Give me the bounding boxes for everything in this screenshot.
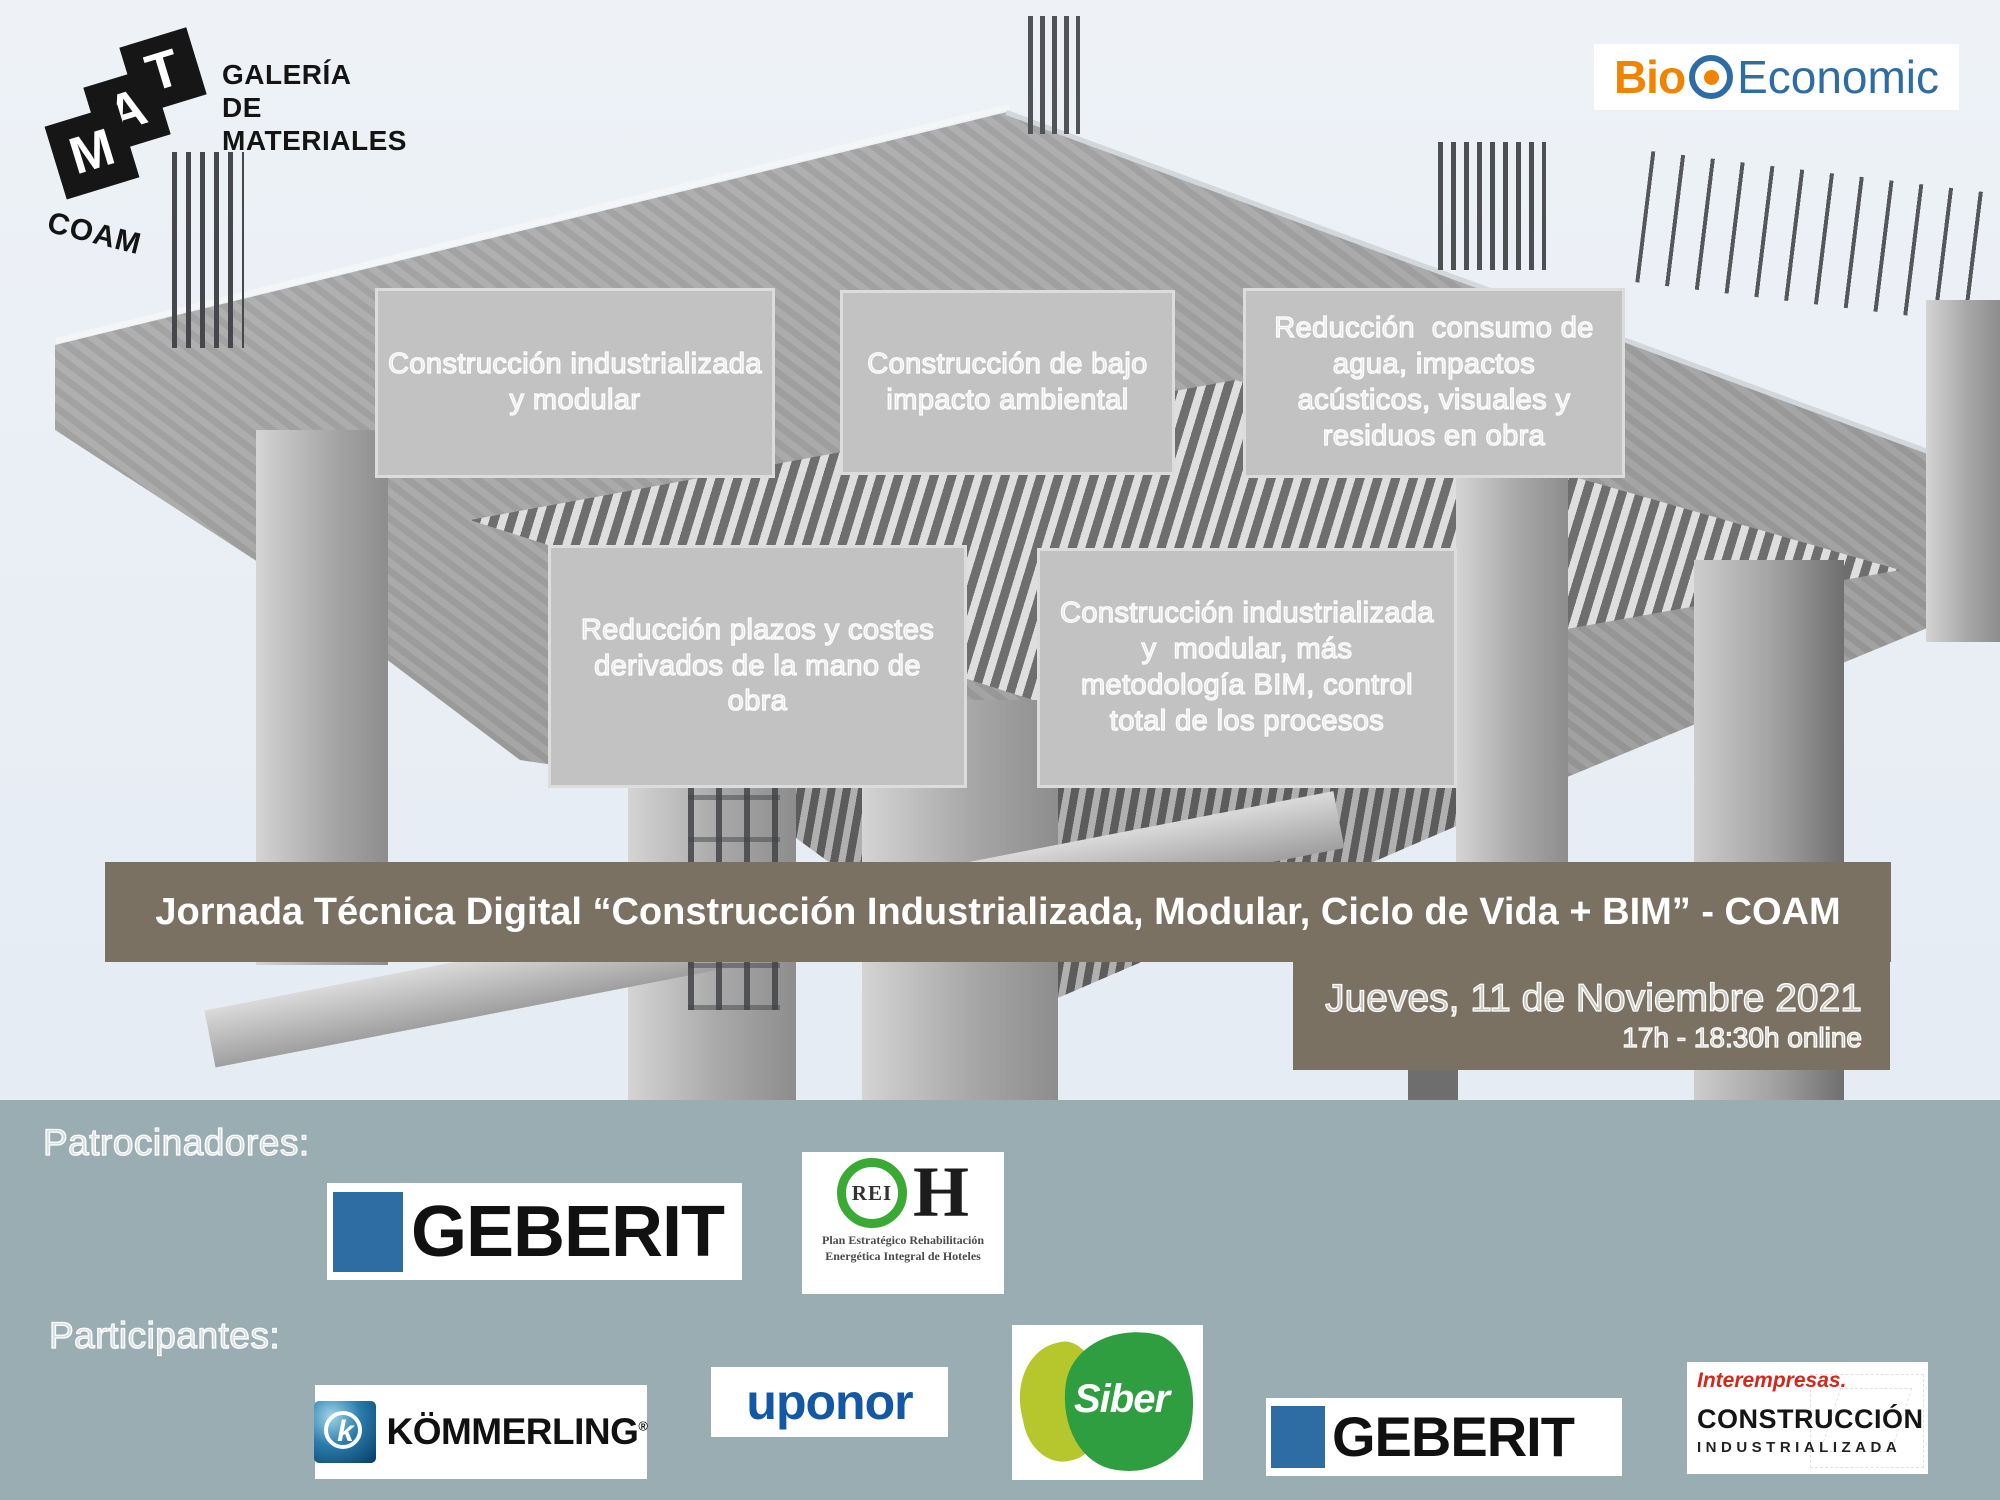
economic-wordmark: Economic [1737,51,1940,103]
kommerling-k-glyph: k [337,1415,354,1448]
benefit-text: Construcción de bajo impacto ambiental [867,347,1157,416]
kommerling-wordmark: KÖMMERLING® [386,1411,648,1453]
event-date: Jueves, 11 de Noviembre 2021 [1324,977,1862,1021]
benefit-box-industrialized-modular: Construcción industrializada y modular [375,288,775,478]
geberit-logo-sponsor: GEBERIT [327,1183,742,1280]
rebar-row [1635,151,1999,325]
kommerling-ring-icon [324,1411,363,1449]
siber-wordmark: Siber [1074,1377,1170,1421]
participants-label: Participantes: [48,1314,281,1356]
geberit-wordmark: GEBERIT [1332,1405,1575,1468]
registered-mark: ® [638,1418,648,1434]
benefit-text: Construcción industrializada y modular, … [1059,596,1443,737]
schedule-box: Jueves, 11 de Noviembre 2021 17h - 18:30… [1293,962,1890,1070]
gallery-line-3: MATERIALES [222,125,407,157]
rebar-cluster [1438,142,1546,270]
mat-letter-m: M [62,117,122,187]
benefit-text: Construcción industrializada y modular [387,347,771,416]
benefit-text: Reducción consumo de agua, impactos acús… [1274,311,1603,452]
benefit-box-reduction-water: Reducción consumo de agua, impactos acús… [1243,288,1625,478]
benefit-box-low-impact: Construcción de bajo impacto ambiental [840,290,1175,475]
uponor-logo: uponor [711,1367,948,1437]
bioeconomic-logo: Bio Economic [1594,44,1959,110]
industrializada-wordmark: INDUSTRIALIZADA [1697,1439,1902,1456]
benefit-box-reduction-costs: Reducción plazos y costes derivados de l… [548,545,967,788]
geberit-logo-participant: GEBERIT [1266,1398,1622,1476]
siber-logo: Siber [1012,1325,1203,1480]
reih-logo-row: REI H [802,1152,1004,1233]
reih-caption-line-2: Energética Integral de Hoteles [825,1248,981,1263]
benefit-box-bim-control: Construcción industrializada y modular, … [1037,548,1457,788]
reih-caption-line-1: Plan Estratégico Rehabilitación [822,1233,984,1247]
event-title: Jornada Técnica Digital “Construcción In… [155,890,1841,933]
reih-h-letter: H [912,1152,969,1233]
construction-sketch-decoration [1810,1374,1924,1468]
event-time: 17h - 18:30h online [1622,1022,1863,1054]
reih-logo: REI H Plan Estratégico Rehabilitación En… [802,1152,1004,1294]
geberit-blue-square-icon [333,1191,403,1272]
bio-wordmark: Bio [1613,51,1686,103]
title-banner: Jornada Técnica Digital “Construcción In… [105,862,1891,962]
construccion-wordmark: CONSTRUCCIÓN [1697,1404,1924,1434]
bioeconomic-circle-icon [1689,55,1734,99]
uponor-wordmark: uponor [746,1374,913,1430]
gallery-line-1: GALERÍA [222,59,352,90]
concrete-column [1926,300,2000,642]
benefit-text: Reducción plazos y costes derivados de l… [580,613,943,718]
sponsors-label: Patrocinadores: [42,1121,310,1163]
kommerling-emblem-icon: k [314,1401,377,1463]
interempresas-logo: Interempresas. CONSTRUCCIÓN INDUSTRIALIZ… [1687,1362,1928,1474]
gallery-line-2: DE [222,92,262,124]
kommerling-logo: k KÖMMERLING® [314,1385,648,1479]
reih-caption: Plan Estratégico Rehabilitación Energéti… [802,1233,1004,1264]
rebar-cluster [172,152,244,348]
interempresas-wordmark: Interempresas. [1697,1369,1847,1392]
rei-text: REI [851,1180,893,1205]
kommerling-text: KÖMMERLING [386,1411,639,1452]
rei-circle-icon: REI [836,1158,907,1228]
coam-wordmark: COAM [44,206,145,262]
geberit-blue-square-icon [1271,1406,1325,1468]
rebar-cluster [1028,16,1080,134]
geberit-wordmark: GEBERIT [411,1191,725,1272]
bioeconomic-dot-icon [1703,69,1719,85]
galeria-de-materiales-wordmark: GALERÍA DE MATERIALES [222,58,407,157]
